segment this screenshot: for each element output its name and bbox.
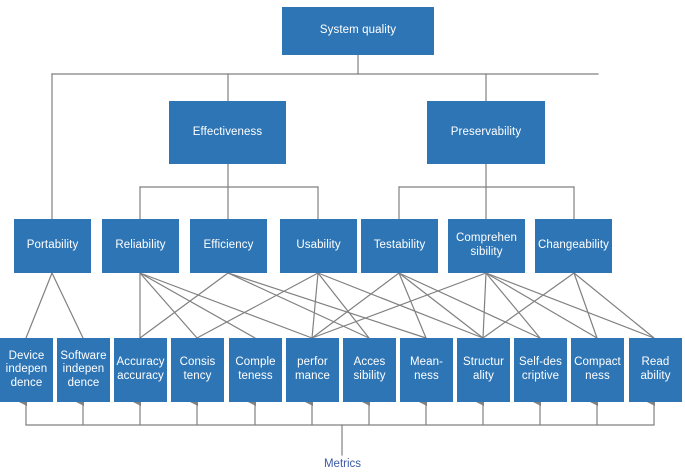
node-label: Preservability (450, 125, 522, 138)
node-label: Compact ness (574, 356, 621, 382)
edges-level3-to-metrics (25, 272, 655, 339)
node-label: Software indepen dence (60, 349, 107, 389)
node-label: System quality (319, 24, 397, 37)
node-metric-accessibility[interactable]: Acces sibility (343, 338, 396, 402)
node-changeability[interactable]: Changeability (535, 219, 612, 273)
node-metric-accuracy[interactable]: Accuracy accuracy (114, 338, 167, 402)
node-label: Device indepen dence (5, 349, 48, 389)
node-metric-compactness[interactable]: Compact ness (571, 338, 624, 402)
node-label: Acces sibility (353, 356, 386, 382)
node-metric-self-descriptive[interactable]: Self-des criptive (514, 338, 567, 402)
node-metric-device-independence[interactable]: Device indepen dence (0, 338, 53, 402)
node-metric-software-independence[interactable]: Software indepen dence (57, 338, 110, 402)
node-label: Mean- ness (409, 356, 444, 382)
edges-preservability-to-children (398, 163, 575, 220)
node-label: perfor mance (294, 356, 331, 382)
node-label: Effectiveness (192, 125, 263, 138)
node-metric-performance[interactable]: perfor mance (286, 338, 339, 402)
node-preservability[interactable]: Preservability (427, 101, 545, 164)
node-label: Consis tency (179, 356, 216, 382)
node-metric-structurality[interactable]: Structur ality (457, 338, 510, 402)
node-label: Accuracy accuracy (116, 356, 165, 382)
node-system-quality[interactable]: System quality (282, 7, 434, 55)
edges-effectiveness-to-children (139, 163, 319, 220)
node-label: Read ability (640, 356, 671, 382)
node-label: Efficiency (203, 239, 254, 252)
node-metric-completeness[interactable]: Comple teness (229, 338, 282, 402)
node-label: Portability (26, 239, 79, 252)
node-comprehensibility[interactable]: Comprehen sibility (448, 219, 525, 273)
metrics-bus-label: Metrics (323, 458, 362, 470)
metrics-arrows (19, 398, 655, 425)
node-reliability[interactable]: Reliability (102, 219, 179, 273)
node-label: Usability (296, 239, 341, 252)
node-label: Comprehen sibility (456, 232, 517, 258)
node-portability[interactable]: Portability (14, 219, 91, 273)
node-metric-meanness[interactable]: Mean- ness (400, 338, 453, 402)
node-label: Comple teness (235, 356, 276, 382)
node-efficiency[interactable]: Efficiency (190, 219, 267, 273)
node-label: Changeability (538, 239, 609, 252)
node-label: Testability (373, 239, 426, 252)
metrics-bus (25, 424, 655, 456)
node-label: Self-des criptive (519, 356, 562, 382)
node-metric-consistency[interactable]: Consis tency (171, 338, 224, 402)
node-label: Structur ality (462, 356, 505, 382)
node-testability[interactable]: Testability (361, 219, 438, 273)
node-usability[interactable]: Usability (280, 219, 357, 273)
node-metric-readability[interactable]: Read ability (629, 338, 682, 402)
node-effectiveness[interactable]: Effectiveness (169, 101, 286, 164)
node-label: Reliability (115, 239, 166, 252)
